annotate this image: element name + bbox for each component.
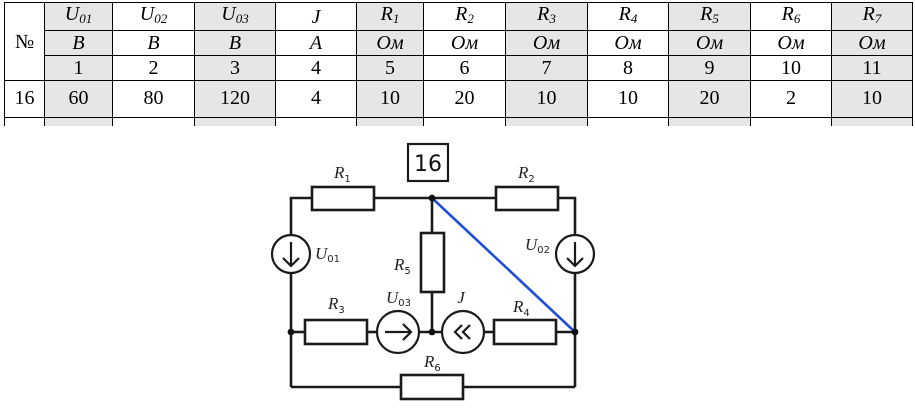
unit-r3: Ом	[505, 30, 588, 56]
resistor-r1	[310, 185, 376, 212]
index-cell: 4	[275, 55, 357, 81]
resistor-r3	[303, 318, 369, 346]
value-r1: 10	[356, 80, 424, 118]
value-r4: 10	[587, 80, 669, 118]
unit-u02: В	[112, 30, 195, 56]
label-u03: U03	[386, 288, 411, 309]
value-u02: 80	[112, 80, 195, 118]
label-r2: R2	[517, 163, 535, 185]
index-cell: 1	[44, 55, 113, 81]
resistor-r2	[494, 185, 560, 212]
parameters-table: № U01 U02 U03 J R1 R2 R3 R4 R5 R6 R7 В В…	[4, 2, 913, 126]
variant-row: 16 60 80 120 4 10 20 10 10 20 2 10	[4, 80, 913, 118]
variant-number: 16	[4, 80, 45, 118]
node-top	[428, 194, 436, 202]
unit-u01: В	[44, 30, 113, 56]
index-row: 1 2 3 4 5 6 7 8 9 10 11	[5, 55, 913, 81]
label-r3: R3	[327, 294, 345, 316]
index-cell: 9	[668, 55, 751, 81]
unit-r2: Ом	[423, 30, 506, 56]
number-header: №	[4, 2, 45, 81]
label-r4: R4	[512, 297, 530, 319]
index-cell: 5	[356, 55, 424, 81]
unit-u03: В	[194, 30, 276, 56]
header-r3: R3	[505, 2, 588, 31]
variant-label: 16	[414, 152, 442, 177]
value-j: 4	[275, 80, 357, 118]
unit-row: В В В А Ом Ом Ом Ом Ом Ом Ом	[5, 30, 913, 56]
wire-r2-right	[558, 196, 577, 236]
label-r1: R1	[333, 163, 351, 185]
index-cell: 2	[112, 55, 195, 81]
label-u01: U01	[315, 244, 340, 265]
value-r7: 10	[831, 80, 913, 118]
unit-j: А	[275, 30, 357, 56]
unit-r7: Ом	[831, 30, 913, 56]
node-right	[571, 328, 579, 336]
arrow-right-icon	[385, 323, 413, 341]
resistor-r5	[419, 231, 446, 294]
value-u01: 60	[44, 80, 113, 118]
wire-left-top	[289, 196, 312, 236]
header-r1: R1	[356, 2, 424, 31]
value-r6: 2	[750, 80, 832, 118]
node-middle	[428, 328, 436, 336]
variant-box	[406, 142, 450, 183]
unit-r5: Ом	[668, 30, 751, 56]
header-r6: R6	[750, 2, 832, 31]
highlight-wire	[431, 197, 576, 333]
header-j: J	[275, 2, 357, 31]
unit-r4: Ом	[587, 30, 669, 56]
resistor-r4	[492, 318, 558, 346]
header-u03: U03	[194, 2, 276, 31]
symbol-row: № U01 U02 U03 J R1 R2 R3 R4 R5 R6 R7	[4, 2, 913, 81]
label-j: J	[457, 288, 466, 307]
unit-r6: Ом	[750, 30, 832, 56]
header-u01: U01	[44, 2, 113, 31]
value-r5: 20	[668, 80, 751, 118]
node-left	[287, 328, 295, 336]
value-u03: 120	[194, 80, 276, 118]
resistor-r6	[399, 373, 465, 401]
unit-r1: Ом	[356, 30, 424, 56]
header-r7: R7	[831, 2, 913, 31]
value-r3: 10	[505, 80, 588, 118]
index-cell: 10	[750, 55, 832, 81]
arrow-down-icon	[566, 242, 584, 268]
double-arrow-left-icon	[453, 324, 471, 340]
table-continuation	[4, 117, 913, 126]
arrow-down-icon	[282, 242, 300, 268]
index-cell: 8	[587, 55, 669, 81]
label-r6: R6	[423, 352, 441, 374]
label-r5: R5	[393, 255, 411, 277]
label-u02: U02	[525, 235, 550, 256]
